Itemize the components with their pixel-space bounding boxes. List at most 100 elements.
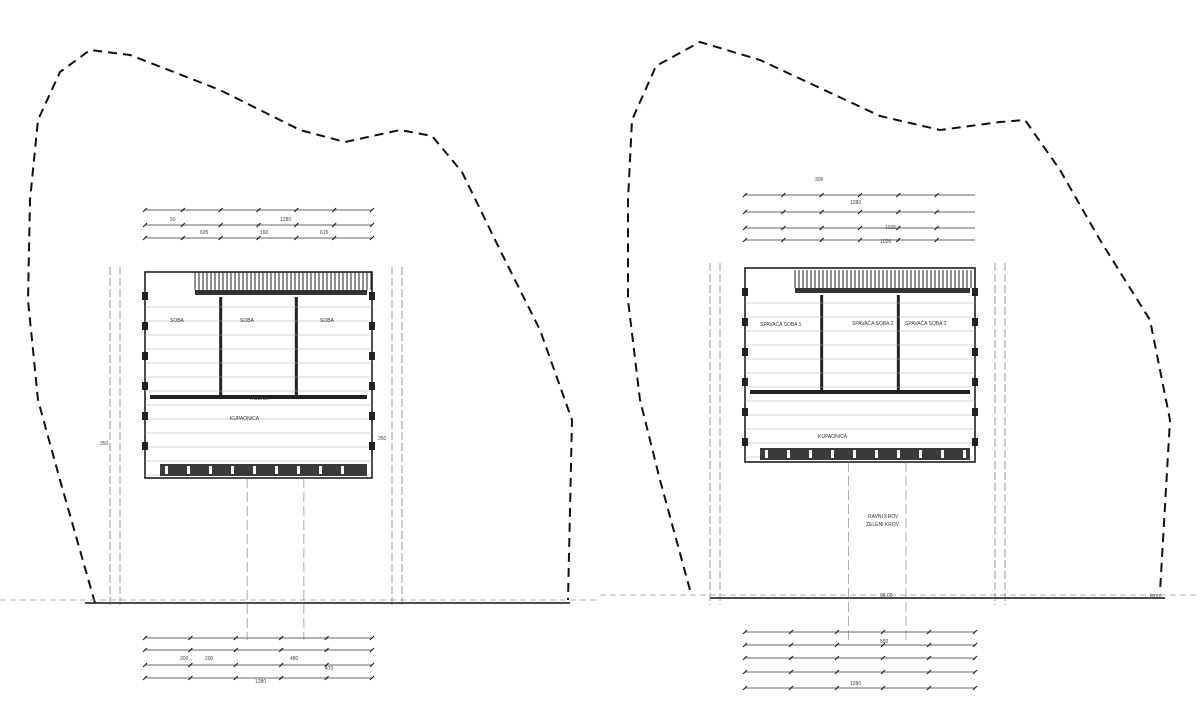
column [142,352,148,360]
ground-level-label: teren [1150,593,1162,599]
roof-beam [195,290,367,295]
ground-level-label: 96.00 [880,593,893,599]
column [742,438,748,446]
wall-gap [875,450,878,458]
dimension-tick [188,662,193,668]
dimension-tick [369,235,375,241]
roof-beam [795,288,970,293]
dimension-tick [834,685,840,691]
dimension-tick [857,209,863,215]
left-building-plan [109,207,403,681]
room-label: SOBA [170,318,185,324]
room-label: SOBA [320,318,335,324]
wall-gap [941,450,944,458]
column [972,378,978,386]
wall-gap [787,450,790,458]
dimension-label: 200 [205,656,214,662]
dimension-tick [293,207,299,213]
dimension-tick [142,647,148,653]
wall-gap [919,450,922,458]
room-label: KUPAONICA [230,416,260,422]
dimension-label: 160 [260,230,269,236]
dimension-tick [972,642,978,648]
dimension-tick [142,207,148,213]
dimension-tick [780,209,786,215]
column [369,382,375,390]
dimension-label: 1280 [850,200,861,206]
dimension-tick [880,685,886,691]
dimension-tick [324,662,329,668]
column [972,348,978,356]
wall-gap [253,466,256,474]
dimension-tick [857,225,863,231]
dimension-tick [895,192,901,198]
dimension-tick [895,237,901,243]
foundation-wall [760,448,970,460]
dimension-tick [742,237,748,243]
dimension-tick [742,225,748,231]
wall-gap [897,450,900,458]
dimension-label: 1280 [850,681,861,687]
dimension-tick [180,235,186,241]
dimension-tick [972,685,978,691]
dimension-tick [934,209,940,215]
right-building-plan [709,192,1006,691]
wall-gap [831,450,834,458]
dimension-tick [293,235,299,241]
column [142,382,148,390]
dimension-tick [233,647,239,653]
dimension-tick [742,655,748,661]
dimension-tick [788,629,794,635]
wall-gap [809,450,812,458]
interior-wall [750,390,970,394]
column [972,438,978,446]
room-label: ZELENI KROV [866,522,900,528]
right-plot-boundary [627,40,1172,593]
dimension-tick [256,222,261,228]
exterior-wall [744,267,976,463]
column [142,292,148,300]
dimension-tick [788,685,794,691]
dimension-tick [742,642,748,648]
dimension-tick [780,192,786,198]
dimension-tick [278,662,284,668]
dimension-tick [926,655,932,661]
dimension-tick [880,669,886,675]
dimension-tick [324,675,329,681]
column [142,412,148,420]
dimension-tick [742,669,748,675]
dimension-tick [780,225,786,231]
dimension-tick [369,662,375,668]
dimension-tick [834,629,840,635]
dimension-tick [819,237,825,243]
dimension-tick [972,655,978,661]
left-plot-boundary [26,48,574,604]
wall-gap [275,466,278,474]
dimension-tick [188,675,193,681]
dimension-tick [880,629,886,635]
dimension-label: 615 [320,230,329,236]
dimension-label: 1026 [880,239,891,245]
room-label: SPAVAĆA SOBA 1 [760,321,802,328]
dimension-tick [324,647,329,653]
column [369,292,375,300]
dimension-tick [972,669,978,675]
dimension-tick [788,655,794,661]
dimension-tick [742,209,748,215]
dimension-tick [331,235,337,241]
column [742,318,748,326]
column [742,408,748,416]
dimension-tick [256,207,261,213]
wall-gap [319,466,322,474]
wall-gap [165,466,168,474]
wall-gap [187,466,190,474]
dimension-tick [819,192,825,198]
column [369,352,375,360]
dimension-tick [218,207,224,213]
room-label: KUPAONICA [818,434,848,440]
dimension-tick [218,235,224,241]
dimension-tick [880,655,886,661]
dimension-tick [142,635,148,641]
dimension-label: 550 [880,639,889,645]
